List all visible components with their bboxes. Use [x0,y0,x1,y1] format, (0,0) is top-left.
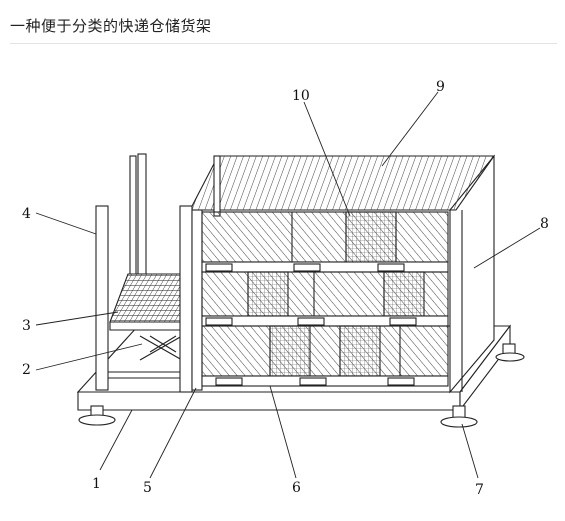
callout-1: 1 [92,476,101,492]
callout-3: 3 [22,318,31,334]
shelf-level-top [201,211,449,273]
callout-10: 10 [292,88,310,104]
shelf-drawing: 1 2 3 4 5 6 7 8 9 10 [22,79,549,498]
page-title: 一种便于分类的快递仓储货架 [10,17,212,35]
callout-4: 4 [22,206,31,222]
grid-platform [109,273,186,331]
callout-2: 2 [22,362,31,378]
header: 一种便于分类的快递仓储货架 [0,0,565,44]
shelf-level-bottom [201,325,449,387]
shelf-level-middle [201,271,449,327]
left-column-frame [95,153,180,391]
compartment-dividers [247,212,401,376]
support-feet [78,343,525,428]
callout-6: 6 [292,480,301,496]
callout-8: 8 [540,216,549,232]
patent-figure: 1 2 3 4 5 6 7 8 9 10 [0,50,565,521]
leader-lines [35,91,541,479]
title-divider [10,43,557,44]
callout-labels: 1 2 3 4 5 6 7 8 9 10 [22,79,549,498]
callout-7: 7 [475,482,484,498]
callout-9: 9 [436,79,445,95]
callout-5: 5 [143,480,152,496]
slanted-roof [189,155,496,211]
